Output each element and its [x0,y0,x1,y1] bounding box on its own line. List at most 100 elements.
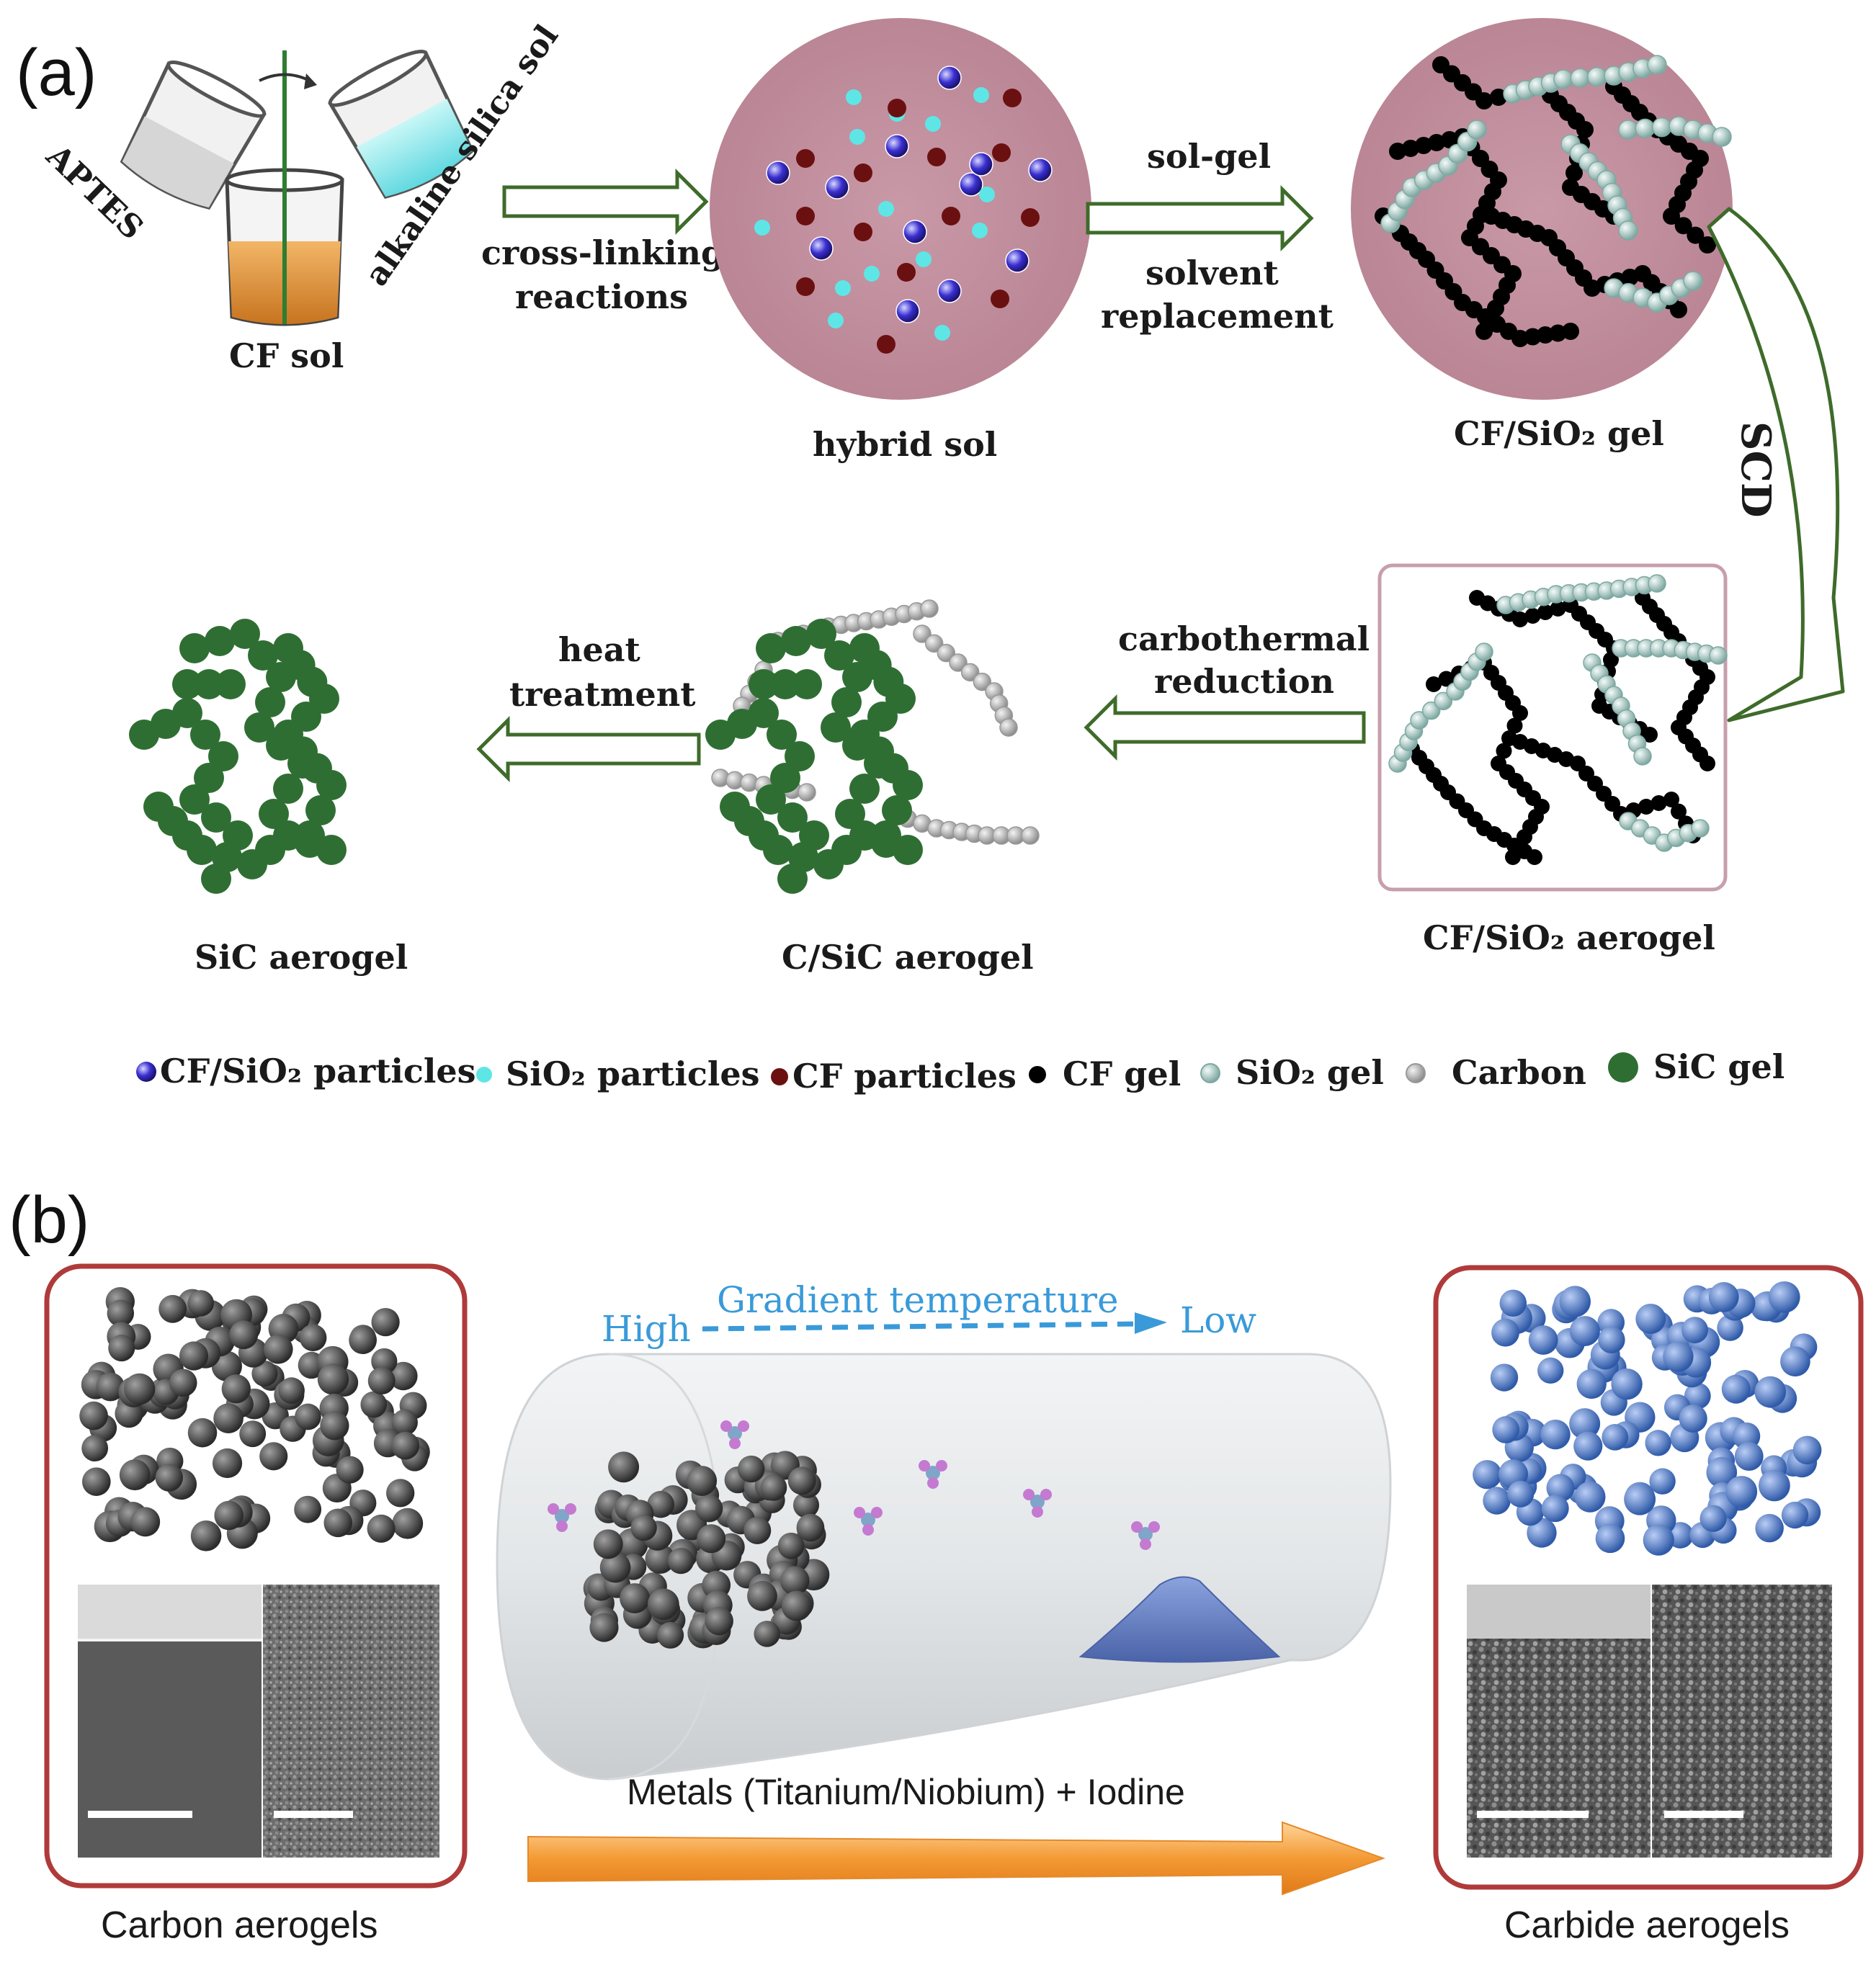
carbon-sphere [787,1466,816,1495]
carbide-sphere [1780,1346,1810,1377]
carbon-sphere [239,1420,267,1448]
carbon-sphere [705,1606,733,1636]
sio2-particle [754,220,770,236]
carbide-sphere [1611,1368,1643,1400]
carbon-bead [924,634,944,653]
cf-gel-bead [1562,323,1579,340]
carbon-sphere [229,1320,259,1350]
carbide-sphere [1576,1369,1607,1399]
sic-gel-bead [212,842,242,872]
cf-gel-bead [1671,803,1687,820]
cf-gel-bead [1389,143,1406,160]
iodine-atom [919,1460,930,1472]
cf-particle [796,207,815,225]
cf-sio2-particle [809,236,834,261]
carbon-bead [949,653,968,672]
cf-particle [796,149,815,168]
sic-gel-bead [824,640,854,671]
cf-sio2-particle [969,152,993,176]
scd-label: SCD [1732,421,1779,518]
cf-sio2-particle [1028,158,1053,182]
sio2-particle [849,129,865,145]
sic-gel-bead [792,669,822,699]
cf-gel-bead [1670,301,1687,318]
carbide-sphere [1473,1460,1502,1490]
sic-aerogel-label: SiC aerogel [195,938,408,977]
carbon-sphere [392,1508,424,1539]
carbon-sphere [295,1403,321,1430]
carbide-sphere [1721,1374,1751,1404]
sio2-particle [934,325,950,341]
carbide-sphere [1507,1480,1535,1508]
arrow-sol-gel [1086,184,1314,252]
carbon-sphere [593,1529,623,1559]
sic-gel-bead [788,842,818,872]
carbon-sphere [780,1566,810,1595]
metal-atom [1030,1495,1045,1509]
sio2-gel-bead [1683,271,1703,291]
carbon-sphere [391,1409,418,1436]
carbon-sphere [777,1532,805,1559]
solvent-label-2: replacement [1101,297,1334,336]
cf-gel-bead [1651,795,1667,811]
sic-gel-bead [172,669,202,699]
cf-particle [927,148,946,166]
arrow-scd [1707,207,1845,722]
sic-gel-bead [770,669,800,699]
iodine-atom [871,1507,883,1518]
carbide-sphere [1754,1376,1787,1408]
sic-aerogel-structure [129,619,347,894]
cf-gel-bead [1438,671,1455,687]
carbon-sphere [349,1326,377,1355]
carbon-sphere [251,1360,278,1387]
c-sic-aerogel-structure [705,599,1040,894]
carbon-sphere [81,1467,111,1496]
carbide-sphere [1574,1481,1606,1513]
sic-gel-bead [305,795,336,825]
cf-particle [796,277,815,296]
legend-label-carbon: Carbon [1452,1053,1586,1092]
cf-gel-bead [1512,705,1528,721]
carbon-sphere [123,1373,156,1405]
carbide-sphere [1734,1442,1764,1471]
legend-label-sic-gel: SiC gel [1653,1047,1785,1086]
carbon-aerogels-label: Carbon aerogels [101,1904,378,1946]
arrow-carbothermal [1084,694,1366,761]
cf-particle [1003,89,1022,107]
carbide-sphere [1602,1423,1629,1451]
iodine-atom [862,1524,874,1536]
carbide-sphere [1792,1435,1822,1465]
sio2-gel-bead [1467,120,1487,140]
sio2-particle [925,116,941,132]
carbon-sphere [781,1590,812,1621]
sio2-particle [973,87,989,103]
carbon-sphere [336,1456,364,1484]
iodine-atom [729,1438,741,1449]
sic-gel-bead [849,774,880,804]
carbon-sphere [367,1367,396,1395]
cf-gel-bead [1527,849,1542,865]
carbide-sphere [1537,1357,1564,1384]
sic-gel-bead [316,770,347,800]
carbon-sphere [278,1377,305,1404]
metals-iodine-label: Metals (Titanium/Niobium) + Iodine [627,1772,1185,1812]
carbide-sphere [1706,1456,1738,1488]
carbide-sphere [1492,1416,1520,1443]
carbothermal-label-1: carbothermal [1118,619,1370,658]
sic-gel-bead [835,799,865,829]
sic-gel-bead [179,633,210,663]
cf-gel-bead [1687,226,1705,244]
carbide-sphere [1768,1281,1800,1313]
carbide-sphere [1725,1476,1758,1508]
carbon-sphere [214,1500,244,1531]
cf-gel-bead [1441,131,1458,148]
legend-marker-sio2-particles [476,1067,492,1083]
sic-gel-bead [208,741,238,771]
carbide-sphere [1595,1523,1625,1554]
iodine-atom [854,1507,865,1518]
cf-gel-bead [1524,608,1541,624]
legend: CF/SiO₂ particles SiO₂ particles CF part… [136,1047,1785,1096]
sic-gel-bead [756,784,786,815]
sic-gel-bead [770,763,800,793]
carbon-sphere [294,1495,322,1523]
